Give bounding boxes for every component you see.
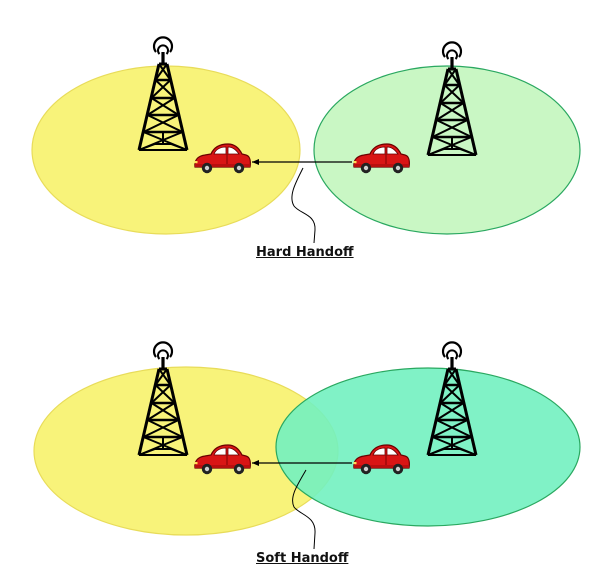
soft-handoff-diagram bbox=[33, 340, 581, 550]
callout-line bbox=[292, 469, 316, 550]
soft-handoff-caption: Soft Handoff bbox=[256, 551, 349, 566]
hard-handoff-caption: Hard Handoff bbox=[256, 245, 354, 260]
soft-right-cell bbox=[275, 367, 581, 527]
hard-handoff-diagram bbox=[31, 35, 581, 244]
callout-line bbox=[291, 167, 316, 244]
